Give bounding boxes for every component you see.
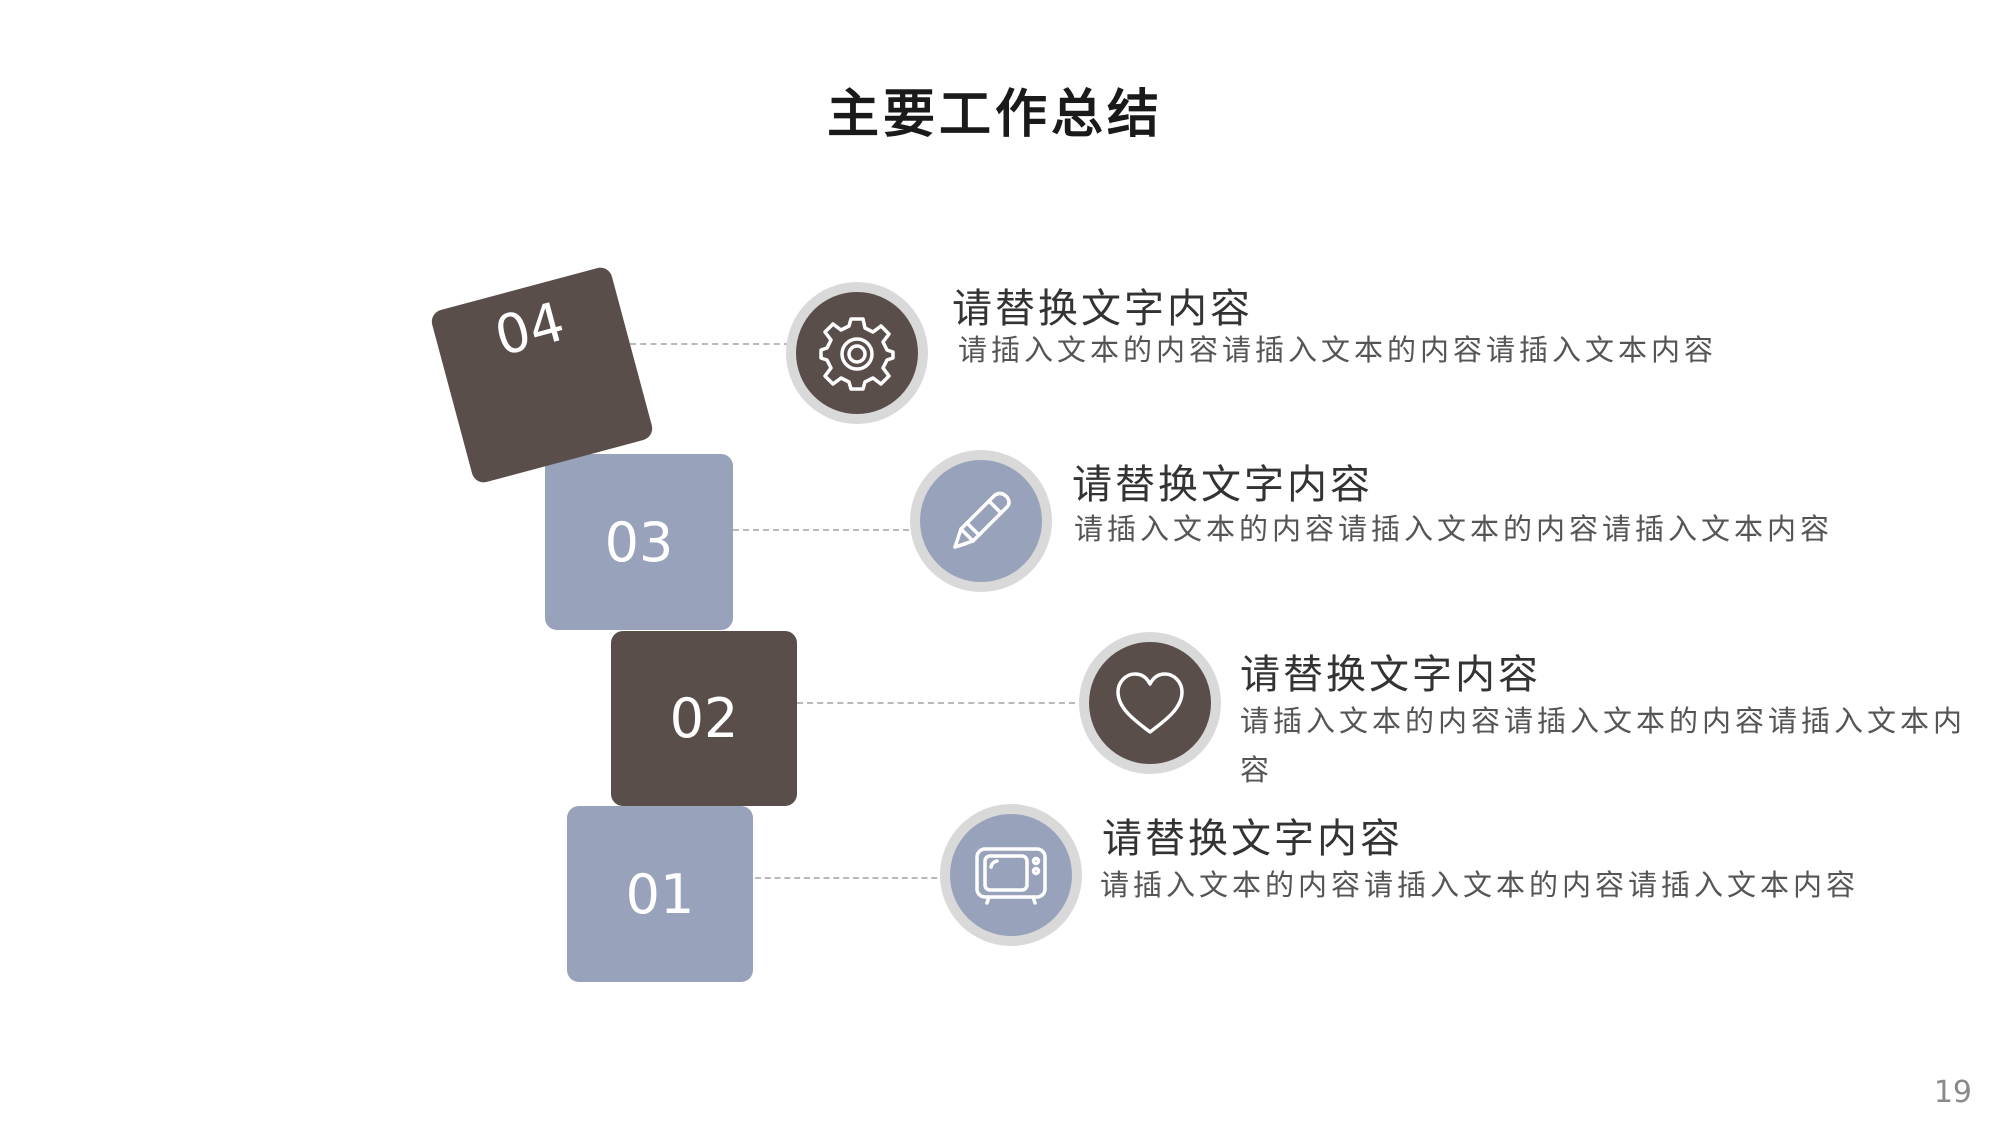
- item-body-02: 请插入文本的内容请插入文本的内容请插入文本内容: [1240, 704, 1967, 787]
- gear-icon: [819, 317, 895, 391]
- connector-03: [733, 529, 919, 531]
- icon-badge-04: [786, 282, 928, 424]
- number-block-01: 01: [567, 806, 753, 982]
- item-heading-02: 请替换文字内容: [1240, 652, 1541, 698]
- number-block-03: 03: [545, 454, 733, 630]
- icon-badge-02: [1079, 632, 1221, 774]
- item-body-03: 请插入文本的内容请插入文本的内容请插入文本内容: [1074, 512, 1834, 546]
- pencil-icon: [953, 491, 1011, 549]
- number-label: 03: [604, 510, 674, 574]
- icon-badge-01: [940, 804, 1082, 946]
- item-body-04: 请插入文本的内容请插入文本的内容请插入文本内容: [958, 333, 1718, 367]
- page-title: 主要工作总结: [826, 85, 1163, 145]
- item-heading-01: 请替换文字内容: [1102, 816, 1403, 862]
- heart-icon: [1116, 672, 1184, 734]
- item-heading-04: 请替换文字内容: [952, 286, 1253, 332]
- page-number: 19: [1933, 1075, 1972, 1110]
- tv-icon: [975, 847, 1047, 905]
- number-block-02: 02: [611, 631, 797, 806]
- number-label: 01: [625, 862, 695, 926]
- number-block-04: 04: [429, 264, 655, 486]
- item-body-01: 请插入文本的内容请插入文本的内容请插入文本内容: [1100, 868, 1860, 902]
- number-label: 02: [669, 687, 739, 750]
- connector-01: [755, 877, 947, 879]
- number-label: 04: [488, 289, 572, 369]
- item-heading-03: 请替换文字内容: [1072, 462, 1373, 508]
- connector-02: [797, 702, 1085, 704]
- connector-04: [630, 343, 790, 345]
- icon-badge-03: [910, 450, 1052, 592]
